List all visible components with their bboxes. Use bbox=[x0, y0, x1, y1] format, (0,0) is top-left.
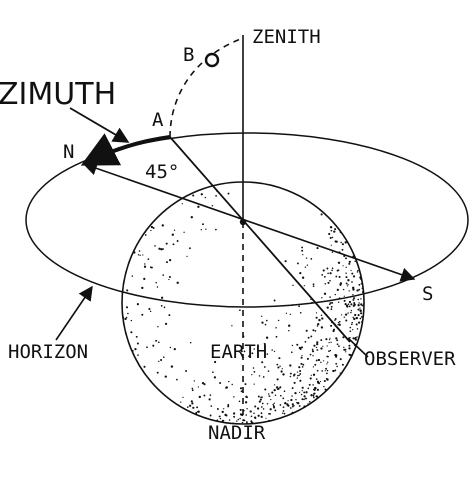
point-a-label: A bbox=[152, 109, 164, 131]
azimuth-pointer bbox=[69, 107, 130, 143]
north-south-line bbox=[82, 161, 416, 282]
horizon-ellipse bbox=[25, 132, 469, 308]
earth-label: EARTH bbox=[210, 341, 267, 363]
angle-label: 45° bbox=[145, 161, 179, 183]
observer-line bbox=[169, 136, 351, 343]
azimuth-label: ZIMUTH bbox=[0, 77, 116, 112]
nadir-label: NADIR bbox=[208, 422, 266, 444]
north-label: N bbox=[63, 141, 74, 163]
observer-label: OBSERVER bbox=[364, 348, 456, 370]
south-label: S bbox=[422, 283, 433, 305]
star-b bbox=[204, 52, 220, 68]
zenith-label: ZENITH bbox=[252, 26, 321, 48]
horizon-label: HORIZON bbox=[8, 341, 88, 363]
observer-pointer bbox=[347, 337, 369, 358]
star-b-label: B bbox=[183, 44, 194, 66]
center-point bbox=[239, 218, 247, 226]
horizon-pointer bbox=[55, 285, 93, 341]
vertical-circle-arc bbox=[169, 37, 244, 138]
azimuth-arc bbox=[80, 133, 171, 166]
